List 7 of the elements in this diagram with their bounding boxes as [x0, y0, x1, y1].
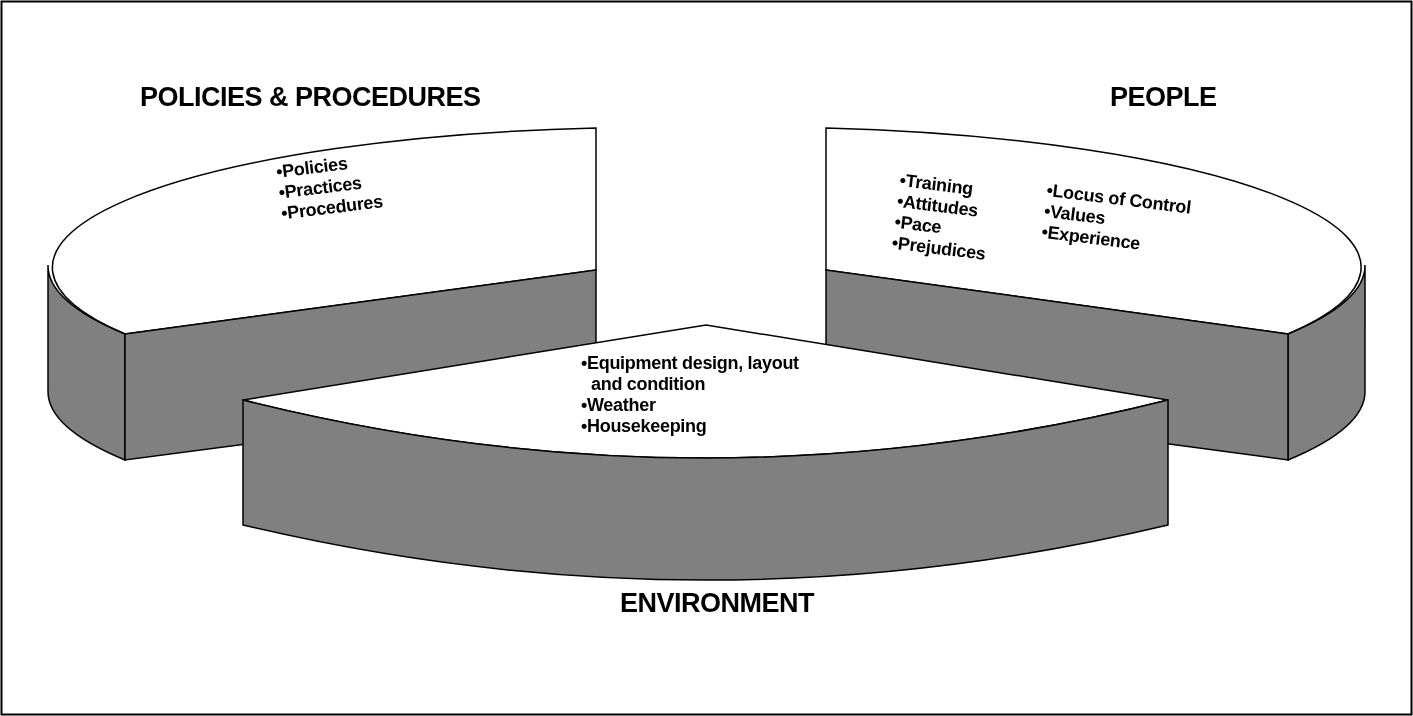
- slice-heading: PEOPLE: [1110, 82, 1217, 113]
- bullet-item: •Prejudices: [890, 232, 987, 265]
- slice-heading: ENVIRONMENT: [620, 588, 814, 619]
- slice-heading: POLICIES & PROCEDURES: [140, 82, 481, 113]
- bullet-item: •Weather: [581, 395, 657, 416]
- bullet-item: •Housekeeping: [581, 416, 708, 437]
- bullet-item: •Equipment design, layout and condition: [581, 353, 800, 395]
